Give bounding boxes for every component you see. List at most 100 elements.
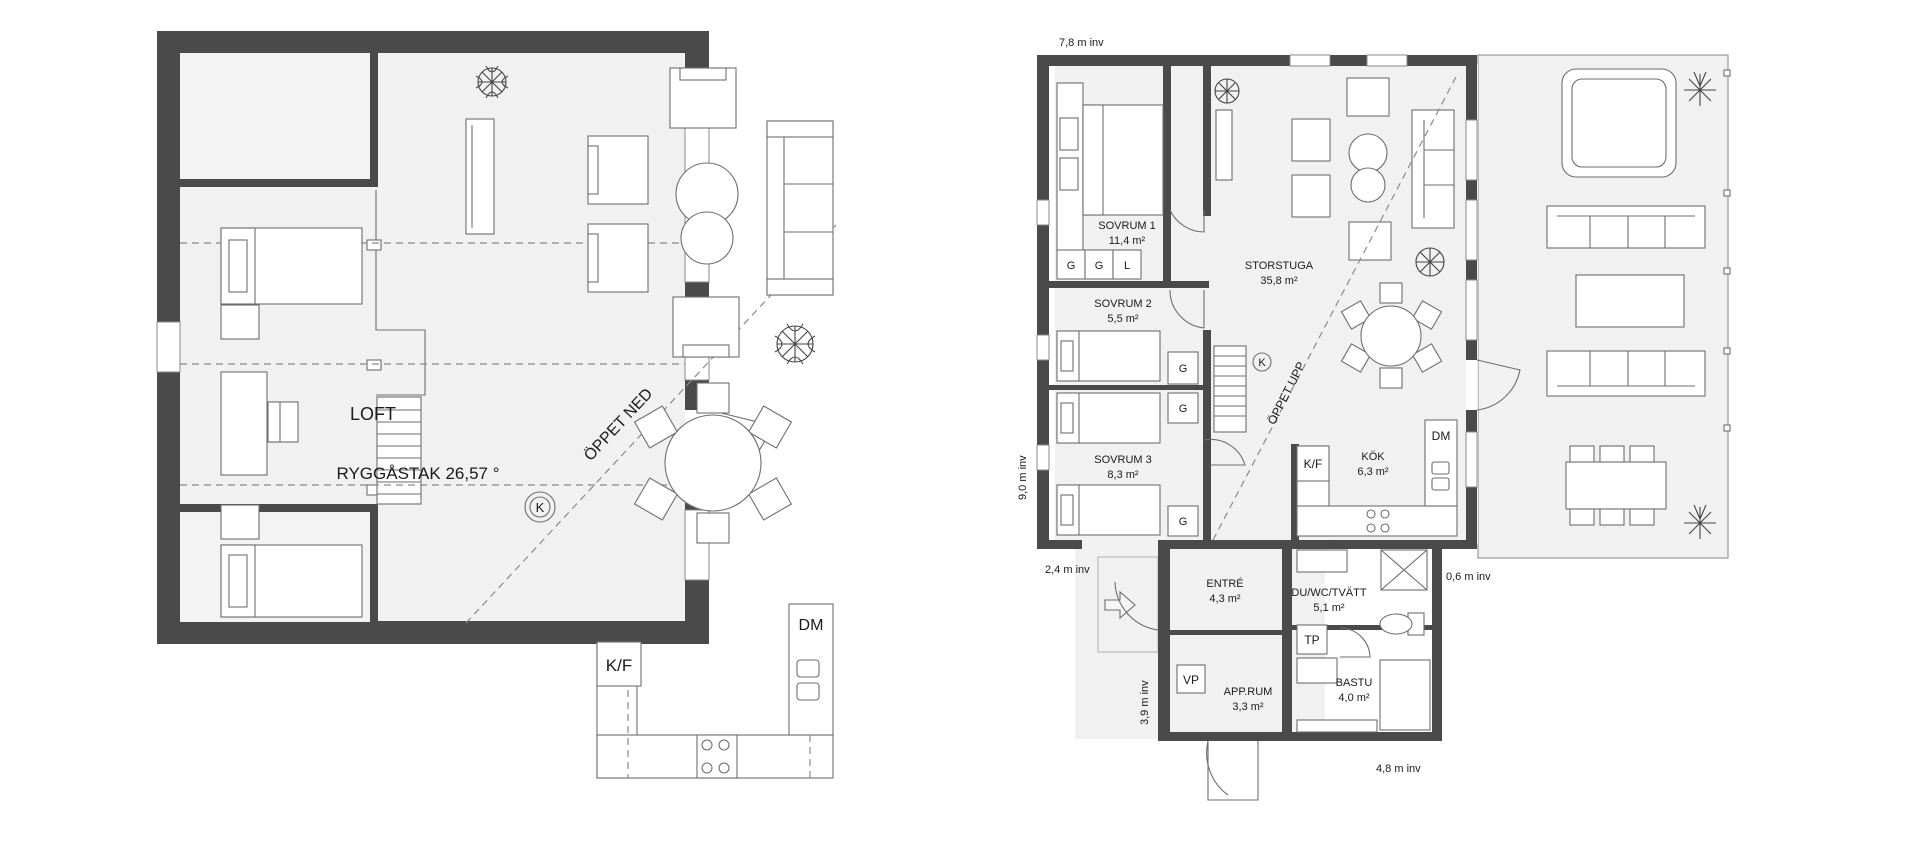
loft-stairs xyxy=(376,396,422,505)
sink-icon xyxy=(1431,461,1450,491)
bastu-label: BASTU xyxy=(1336,677,1373,689)
storstuga-chairs xyxy=(1291,77,1392,261)
loft-desk xyxy=(220,371,268,476)
loft-room-label: LOFT xyxy=(350,404,396,424)
sovrum2-area: 5,5 m² xyxy=(1107,313,1139,325)
bath-counter xyxy=(1296,549,1348,573)
gf-window xyxy=(1465,119,1478,181)
dim-step: 2,4 m inv xyxy=(1045,564,1090,576)
ground-labels: SOVRUM 1 11,4 m² SOVRUM 2 5,5 m² SOVRUM … xyxy=(1017,37,1491,775)
storstuga-area: 35,8 m² xyxy=(1260,275,1298,287)
plant-icon xyxy=(1684,71,1716,106)
dim-left: 9,0 m inv xyxy=(1017,455,1029,500)
gf-wall-bottom-mid xyxy=(1158,540,1283,549)
post xyxy=(1723,69,1731,77)
g-label: G xyxy=(1179,516,1188,528)
gf-kitchen xyxy=(1296,419,1458,537)
loft-storage-wall-top xyxy=(180,179,375,187)
gf-wall-bottom-right xyxy=(1275,540,1477,549)
dim-bottom: 4,8 m inv xyxy=(1376,763,1421,775)
sovrum1-area: 11,4 m² xyxy=(1109,235,1146,247)
gf-window xyxy=(1366,54,1408,67)
plant-icon xyxy=(1684,504,1716,539)
vp-label: VP xyxy=(1183,673,1199,687)
plant-icon xyxy=(1415,247,1445,277)
g-label: G xyxy=(1179,363,1188,375)
gf-window xyxy=(1465,199,1478,261)
kok-label: KÖK xyxy=(1361,451,1385,463)
coffee-table xyxy=(1348,133,1388,173)
app-door-frame xyxy=(1207,741,1259,801)
loft-bed-bottom xyxy=(220,504,363,618)
toilet-icon xyxy=(1379,612,1425,636)
sovrum3-label: SOVRUM 3 xyxy=(1094,454,1151,466)
gf-wall-left xyxy=(1037,55,1049,547)
cabinet xyxy=(1215,109,1233,181)
loft-storage-wall-bottom-side xyxy=(370,504,378,622)
loft-cabinet xyxy=(465,118,495,235)
wardrobe xyxy=(1167,505,1199,537)
vp-box xyxy=(1176,664,1206,694)
wall-sovrum2-bottom xyxy=(1049,385,1209,390)
sovrum1-wardrobe xyxy=(1056,249,1142,280)
loft-dining-table xyxy=(633,382,793,544)
door-arrow-icon xyxy=(1104,590,1136,620)
door-swing xyxy=(1476,359,1521,411)
loft-plan xyxy=(156,31,837,779)
gf-window xyxy=(1036,334,1050,361)
loft-storage-wall-bottom xyxy=(180,504,378,512)
stove-icon xyxy=(1366,509,1390,533)
wall-storstuga-left xyxy=(1203,66,1211,216)
wardrobe xyxy=(1167,392,1199,424)
door-swing xyxy=(1169,289,1205,329)
loft-window-left xyxy=(156,321,181,373)
wall-sovrum-hall xyxy=(1163,281,1209,288)
loft-kitchen xyxy=(596,603,834,779)
post xyxy=(1723,267,1731,275)
door-swing xyxy=(1206,740,1229,796)
sovrum1-label: SOVRUM 1 xyxy=(1098,220,1155,232)
door-swing xyxy=(1203,438,1246,466)
app-rum-area: 3,3 m² xyxy=(1232,701,1264,713)
plant-icon xyxy=(475,65,509,99)
post xyxy=(366,359,382,371)
loft-armchairs xyxy=(587,67,740,358)
hot-tub xyxy=(1561,68,1677,178)
loft-wall-bottom xyxy=(157,621,709,644)
g-label: G xyxy=(1067,260,1076,272)
loft-roof-label: RYGGÅSTAK 26,57 ° xyxy=(336,464,499,483)
sovrum3-bunk xyxy=(1056,392,1161,536)
gf-wall-bottom-left xyxy=(1037,540,1082,549)
storstuga-label: STORSTUGA xyxy=(1245,260,1314,272)
tp-label: TP xyxy=(1304,633,1319,647)
storstuga-dining-table xyxy=(1340,282,1443,389)
gf-wall-bath-right xyxy=(1432,540,1442,740)
gf-wall-top xyxy=(1037,55,1477,66)
kok-area: 6,3 m² xyxy=(1357,466,1389,478)
open-above-diagonal xyxy=(1212,74,1458,541)
loft-k-marker xyxy=(524,491,556,523)
loft-chair-back xyxy=(267,401,281,443)
g-label: G xyxy=(1095,260,1104,272)
loft-storage-wall-top-side xyxy=(370,53,378,187)
loft-bed-top xyxy=(220,227,363,340)
sink-icon xyxy=(796,659,820,701)
loft-wall-top xyxy=(157,31,709,53)
coffee-table-2 xyxy=(1350,167,1386,203)
app-rum-label: APP.RUM xyxy=(1224,686,1273,698)
post xyxy=(366,239,382,251)
wall-sovrum1-right xyxy=(1163,66,1171,281)
dim-top: 7,8 m inv xyxy=(1059,37,1104,49)
open-below-diagonal xyxy=(465,224,837,624)
gf-window xyxy=(1036,199,1050,226)
sovrum3-area: 8,3 m² xyxy=(1107,469,1139,481)
wall-sovrum1-bottom xyxy=(1049,281,1169,288)
gf-wall-app-bottom xyxy=(1158,732,1333,741)
terrace-sofa xyxy=(1546,205,1706,249)
storstuga-sofa xyxy=(1411,109,1455,229)
loft-kf-label: K/F xyxy=(606,656,632,675)
gf-window xyxy=(1465,279,1478,341)
post xyxy=(1723,347,1731,355)
post xyxy=(1723,424,1731,432)
tp-box xyxy=(1296,624,1328,655)
